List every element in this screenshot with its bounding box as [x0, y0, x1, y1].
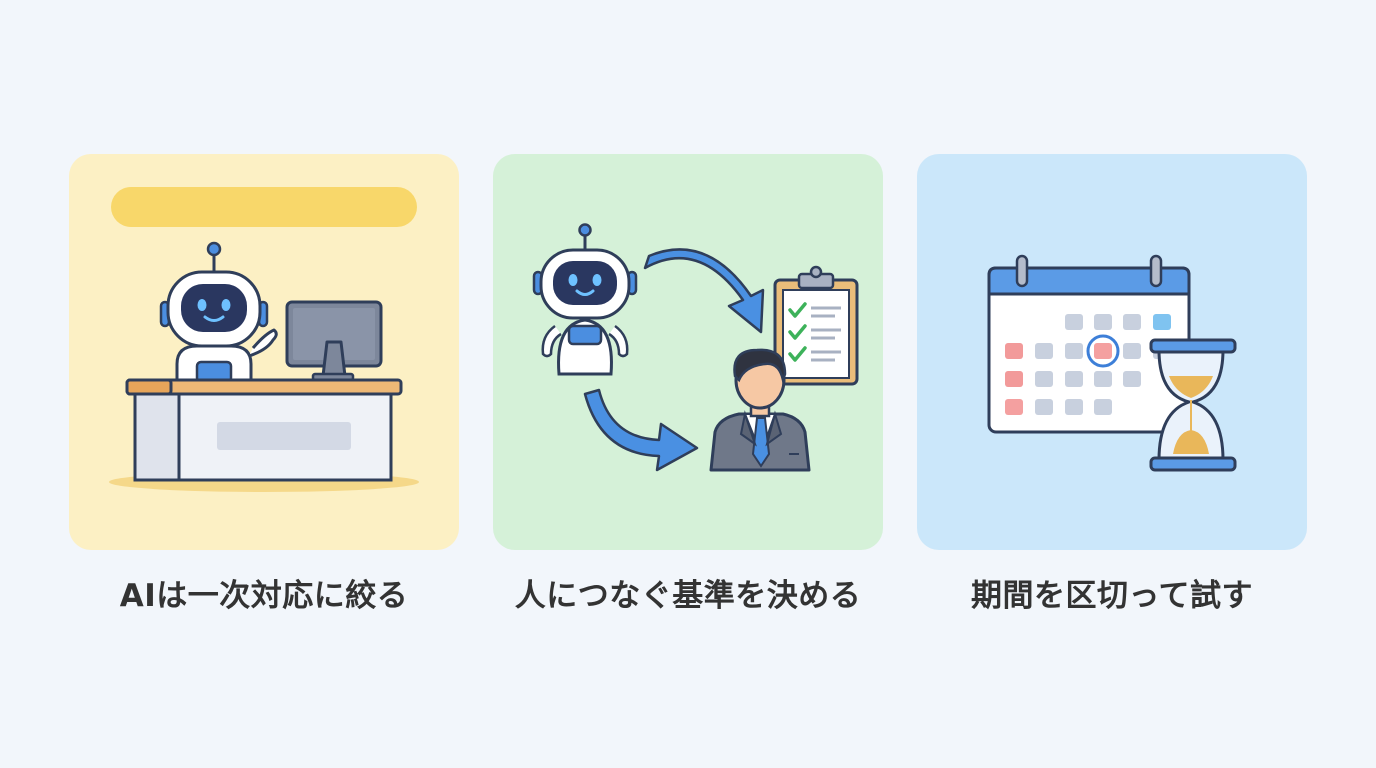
handoff-illustration — [532, 223, 859, 472]
robot-icon — [532, 223, 638, 376]
checklist-clipboard-icon — [773, 265, 859, 386]
computer-monitor-icon — [285, 300, 383, 382]
calendar-icon — [987, 254, 1191, 434]
arrow-to-person-icon — [583, 388, 699, 472]
banner-bar — [111, 187, 417, 227]
caption-ai-first-response: AIは一次対応に絞る — [119, 578, 409, 614]
reception-desk-icon — [125, 378, 403, 482]
arrow-to-checklist-icon — [643, 248, 765, 334]
panel-handoff-criteria — [493, 154, 883, 550]
businessperson-icon — [709, 348, 811, 472]
caption-time-boxed-trial: 期間を区切って試す — [971, 578, 1253, 614]
caption-handoff-criteria: 人につなぐ基準を決める — [514, 578, 862, 614]
trial-illustration — [987, 254, 1237, 472]
robot-icon — [159, 241, 278, 384]
reception-illustration — [109, 187, 419, 492]
panel-ai-first-response — [69, 154, 459, 550]
hourglass-icon — [1149, 338, 1237, 472]
panel-time-boxed-trial — [917, 154, 1307, 550]
